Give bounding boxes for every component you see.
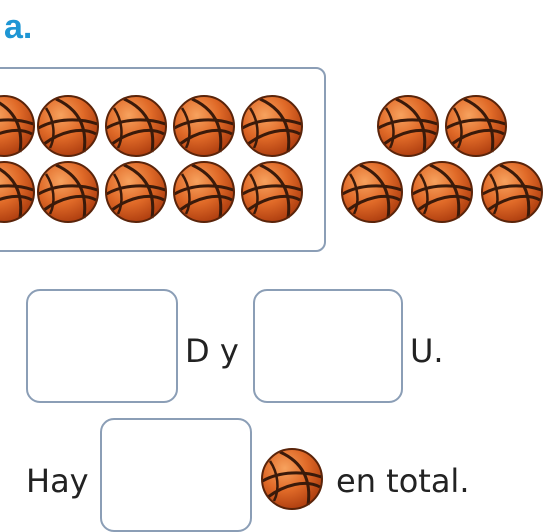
basketball-icon bbox=[104, 94, 168, 158]
basketball-icon bbox=[240, 94, 304, 158]
tens-label: D y bbox=[185, 332, 239, 370]
basketball-icon bbox=[444, 94, 508, 158]
basketball-icon bbox=[376, 94, 440, 158]
basketball-icon bbox=[36, 160, 100, 224]
basketball-icon bbox=[340, 160, 404, 224]
exercise-label: a. bbox=[4, 8, 33, 46]
basketball-icon bbox=[104, 160, 168, 224]
total-label: en total. bbox=[336, 462, 470, 500]
basketball-icon bbox=[36, 94, 100, 158]
basketball-icon bbox=[480, 160, 544, 224]
total-answer-box[interactable] bbox=[100, 418, 252, 532]
basketball-icon bbox=[172, 94, 236, 158]
units-answer-box[interactable] bbox=[253, 289, 403, 403]
basketball-icon bbox=[240, 160, 304, 224]
basketball-icon bbox=[0, 160, 36, 224]
basketball-icon bbox=[410, 160, 474, 224]
units-label: U. bbox=[410, 332, 444, 370]
ten-group-frame bbox=[0, 67, 326, 252]
tens-answer-box[interactable] bbox=[26, 289, 178, 403]
hay-label: Hay bbox=[26, 462, 89, 500]
basketball-icon bbox=[172, 160, 236, 224]
basketball-icon bbox=[0, 94, 36, 158]
basketball-icon bbox=[260, 447, 324, 511]
